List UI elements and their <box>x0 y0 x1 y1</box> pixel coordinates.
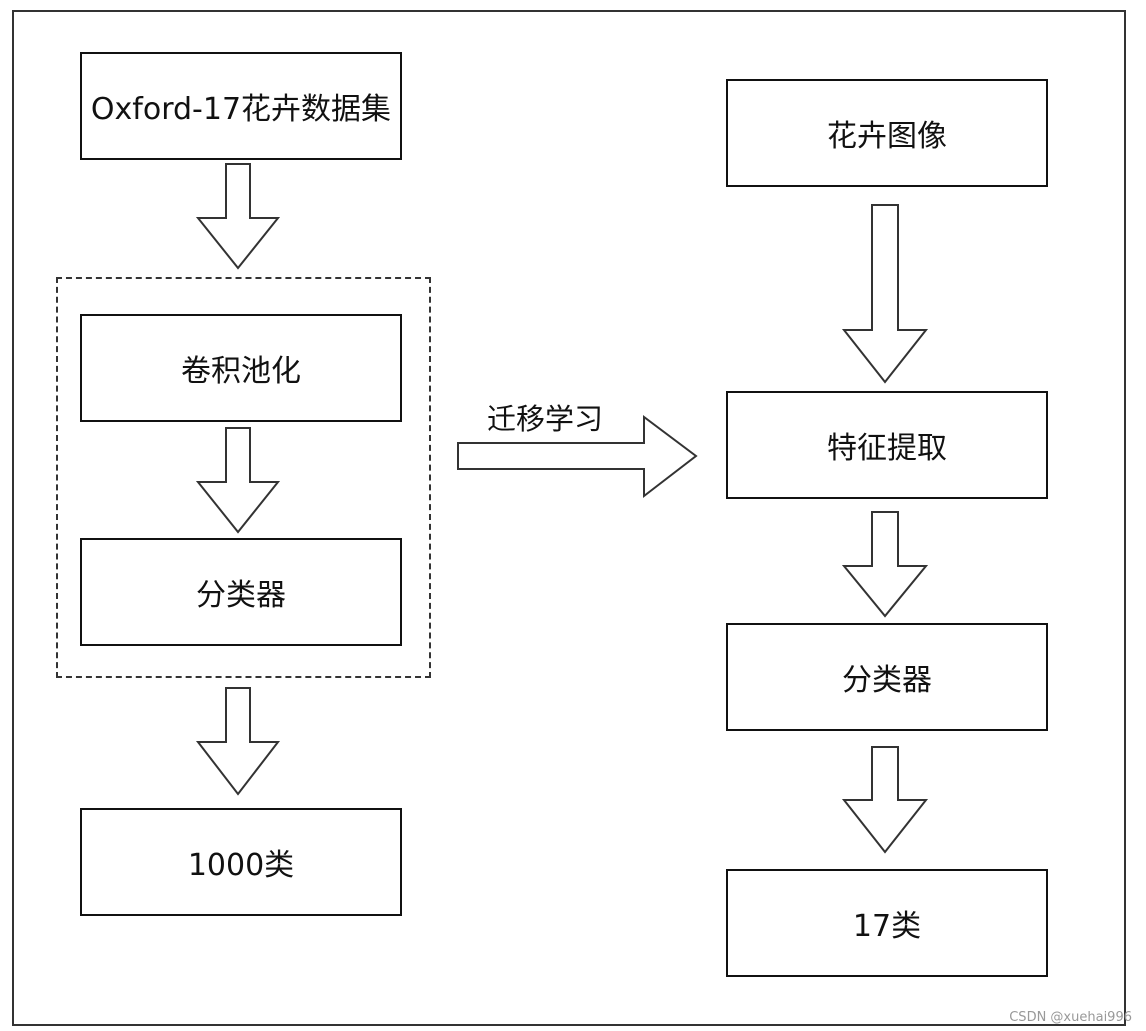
node-left-classifier: 分类器 <box>80 538 402 646</box>
down-arrow-dataset-to-conv <box>195 163 281 270</box>
node-right-output: 17类 <box>726 869 1048 977</box>
down-arrow-classifier-to-output-right <box>841 746 929 854</box>
node-left-classifier-label: 分类器 <box>196 578 286 613</box>
down-arrow-classifier-to-output <box>195 687 281 796</box>
node-feature-extraction-label: 特征提取 <box>827 431 947 466</box>
node-conv-pool: 卷积池化 <box>80 314 402 422</box>
node-conv-pool-label: 卷积池化 <box>181 354 301 389</box>
pretrained-model-group <box>56 277 431 678</box>
down-arrow-conv-to-classifier <box>195 427 281 534</box>
node-feature-extraction: 特征提取 <box>726 391 1048 499</box>
transfer-learning-label: 迁移学习 <box>487 402 604 436</box>
node-dataset: Oxford-17花卉数据集 <box>80 52 402 160</box>
node-flower-image-label: 花卉图像 <box>827 119 947 154</box>
node-flower-image: 花卉图像 <box>726 79 1048 187</box>
node-dataset-label: Oxford-17花卉数据集 <box>90 92 392 127</box>
diagram-frame <box>12 10 1126 1026</box>
transfer-learning-arrow <box>457 415 698 499</box>
node-left-output-label: 1000类 <box>187 848 295 883</box>
node-right-output-label: 17类 <box>852 909 922 944</box>
node-right-classifier-label: 分类器 <box>842 663 932 698</box>
node-right-classifier: 分类器 <box>726 623 1048 731</box>
watermark: CSDN @xuehai996 <box>1009 1010 1132 1025</box>
down-arrow-features-to-classifier <box>841 511 929 618</box>
down-arrow-image-to-features <box>841 204 929 384</box>
node-left-output: 1000类 <box>80 808 402 916</box>
